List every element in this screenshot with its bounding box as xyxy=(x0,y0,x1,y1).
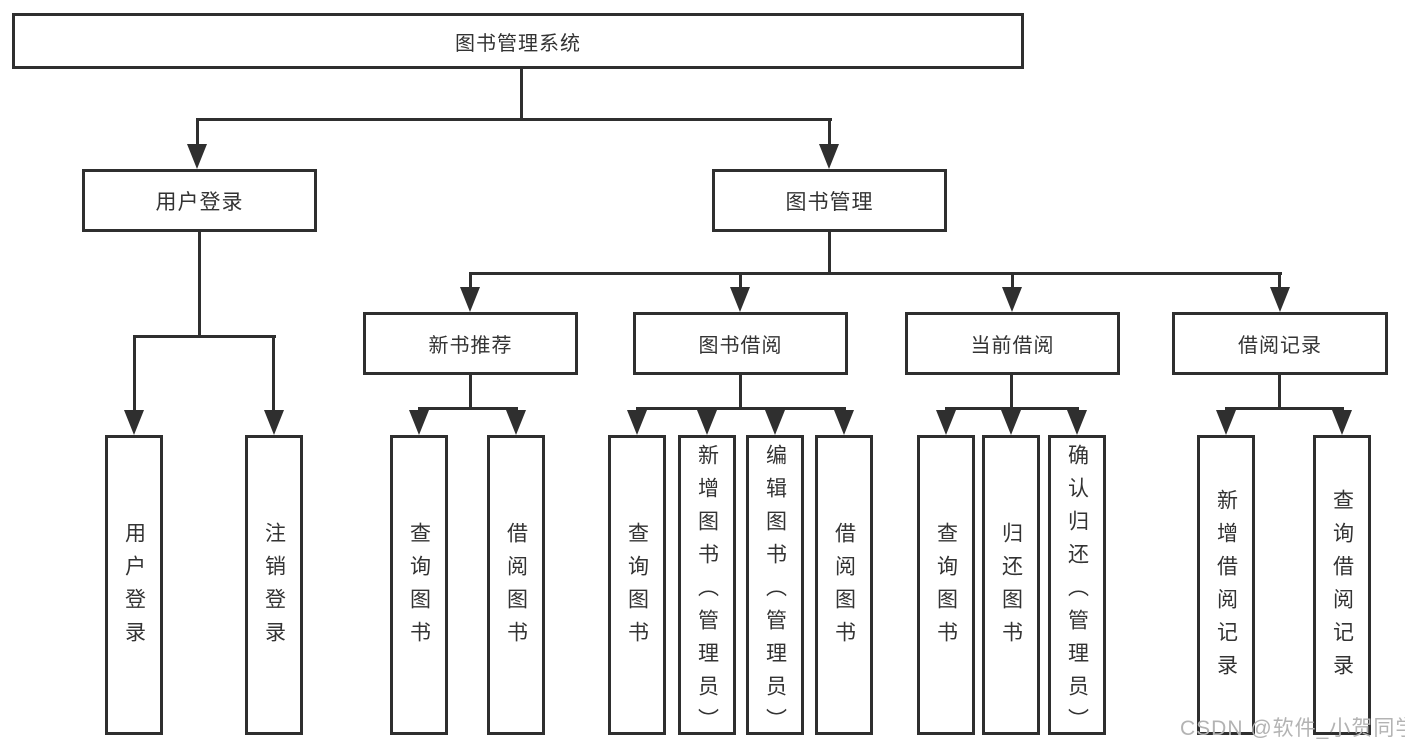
node-user-login: 用户登录 xyxy=(82,169,317,232)
node-current-borrowing: 当前借阅 xyxy=(905,312,1120,375)
leaf-query-books-borrow: 查询图书 xyxy=(608,435,666,735)
leaf-query-borrow-record: 查询借阅记录 xyxy=(1313,435,1371,735)
connector-to-leaf-user-login xyxy=(133,335,136,412)
arrowhead-down-icon xyxy=(1332,410,1352,435)
connector-new-book-crossbar xyxy=(418,407,518,410)
connector-to-book-borrow xyxy=(739,272,742,289)
connector-to-book-management xyxy=(828,118,831,146)
connector-new-book-stem xyxy=(469,375,472,407)
connector-root-crossbar xyxy=(196,118,832,121)
connector-user-login-crossbar xyxy=(133,335,276,338)
csdn-watermark: CSDN @软件_小贺同学 xyxy=(1180,717,1405,740)
connector-book-mgmt-crossbar xyxy=(469,272,1282,275)
arrowhead-down-icon xyxy=(460,287,480,312)
leaf-user-login: 用户登录 xyxy=(105,435,163,735)
leaf-add-borrow-record: 新增借阅记录 xyxy=(1197,435,1255,735)
leaf-return-books: 归还图书 xyxy=(982,435,1040,735)
arrowhead-down-icon xyxy=(124,410,144,435)
leaf-borrow-books: 借阅图书 xyxy=(815,435,873,735)
connector-book-borrow-stem xyxy=(739,375,742,407)
node-book-management: 图书管理 xyxy=(712,169,947,232)
node-new-book-recommendation: 新书推荐 xyxy=(363,312,578,375)
node-library-management-system: 图书管理系统 xyxy=(12,13,1024,69)
arrowhead-down-icon xyxy=(627,410,647,435)
connector-book-mgmt-stem xyxy=(828,232,831,272)
connector-to-user-login xyxy=(196,118,199,146)
arrowhead-down-icon xyxy=(187,144,207,169)
arrowhead-down-icon xyxy=(834,410,854,435)
arrowhead-down-icon xyxy=(1067,410,1087,435)
leaf-add-books-admin: 新增图书（管理员） xyxy=(678,435,736,741)
connector-root-stem xyxy=(520,69,523,118)
connector-user-login-stem xyxy=(198,232,201,335)
arrowhead-down-icon xyxy=(409,410,429,435)
arrowhead-down-icon xyxy=(697,410,717,435)
arrowhead-down-icon xyxy=(819,144,839,169)
leaf-query-books-current: 查询图书 xyxy=(917,435,975,735)
arrowhead-down-icon xyxy=(765,410,785,435)
arrowhead-down-icon xyxy=(1001,410,1021,435)
node-borrowing-records: 借阅记录 xyxy=(1172,312,1388,375)
node-book-borrowing: 图书借阅 xyxy=(633,312,848,375)
leaf-edit-books-admin: 编辑图书（管理员） xyxy=(746,435,804,741)
arrowhead-down-icon xyxy=(1216,410,1236,435)
connector-to-borrow-records xyxy=(1278,272,1281,289)
arrowhead-down-icon xyxy=(1002,287,1022,312)
arrowhead-down-icon xyxy=(1270,287,1290,312)
leaf-borrow-books-recommend: 借阅图书 xyxy=(487,435,545,735)
connector-to-leaf-logout xyxy=(272,335,275,412)
connector-book-borrow-crossbar xyxy=(636,407,846,410)
leaf-query-books-recommend: 查询图书 xyxy=(390,435,448,735)
connector-to-new-book xyxy=(469,272,472,289)
connector-borrow-records-crossbar xyxy=(1225,407,1344,410)
connector-current-borrow-crossbar xyxy=(945,407,1079,410)
connector-to-current-borrow xyxy=(1011,272,1014,289)
connector-current-borrow-stem xyxy=(1010,375,1013,407)
connector-borrow-records-stem xyxy=(1278,375,1281,407)
arrowhead-down-icon xyxy=(506,410,526,435)
arrowhead-down-icon xyxy=(264,410,284,435)
arrowhead-down-icon xyxy=(936,410,956,435)
leaf-confirm-return-admin: 确认归还（管理员） xyxy=(1048,435,1106,741)
arrowhead-down-icon xyxy=(730,287,750,312)
leaf-logout: 注销登录 xyxy=(245,435,303,735)
